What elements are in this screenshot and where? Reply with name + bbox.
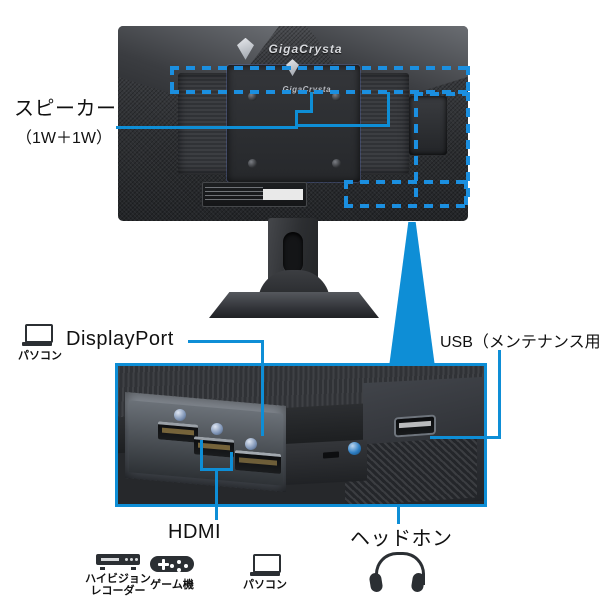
- vesa-screw: [331, 92, 341, 102]
- recorder-led: [130, 558, 133, 561]
- laptop-base: [22, 342, 52, 346]
- speaker-leader-branch-left: [295, 110, 313, 113]
- monitor-rear-image: GigaCrysta GigaCrysta: [118, 26, 468, 221]
- hdmi-device-label-console: ゲーム機: [150, 579, 194, 591]
- headphone-jack: [348, 442, 361, 455]
- laptop-screen: [25, 324, 53, 343]
- gamepad-button: [177, 568, 181, 572]
- laptop-icon: [22, 324, 53, 346]
- laptop-screen: [253, 554, 281, 573]
- speaker-dash-right: [466, 66, 470, 92]
- monitor-stand-base: [209, 292, 379, 318]
- usb-dash-top: [414, 92, 470, 96]
- cable-management-hole: [283, 232, 303, 274]
- recorder-led: [135, 558, 138, 561]
- headphone-icon: [368, 552, 426, 593]
- dp-leader-horizontal: [188, 340, 264, 343]
- portbay-dash-left: [344, 180, 348, 208]
- portbay-dash-right: [464, 180, 468, 208]
- recorder-foot: [100, 567, 105, 570]
- usb-leader-vertical: [498, 350, 501, 438]
- hdmi-device-label-recorder-line2: レコーダー: [90, 585, 146, 597]
- hdmi-leader-v1: [200, 440, 203, 470]
- panel-screw: [211, 423, 223, 435]
- speaker-label: スピーカー: [14, 98, 117, 120]
- detail-slot: [322, 450, 339, 459]
- hdmi-port-1: [158, 421, 198, 443]
- speaker-leader-horizontal: [116, 126, 298, 129]
- vesa-screw: [247, 92, 257, 102]
- displayport-label: DisplayPort: [66, 328, 174, 350]
- speaker-sublabel: （1W＋1W）: [16, 130, 113, 147]
- vesa-screw: [247, 158, 257, 168]
- gamepad-button: [184, 564, 188, 568]
- headphone-band: [375, 552, 425, 585]
- usb-port: [396, 416, 434, 436]
- usb-dash-right: [466, 92, 470, 202]
- usb-label: USB（メンテナンス用）: [440, 334, 600, 351]
- hdmi-device-label-pc: パソコン: [243, 579, 287, 591]
- gamepad-button: [177, 560, 181, 564]
- vesa-screw: [331, 158, 341, 168]
- recorder-foot: [131, 567, 136, 570]
- headphone-label: ヘッドホン: [350, 528, 453, 550]
- monitor-center-logo: GigaCrysta: [282, 84, 332, 94]
- speaker-leader-tip-left: [310, 92, 313, 112]
- usb-dash-left: [414, 92, 418, 202]
- dp-leader-vertical: [261, 340, 264, 436]
- speaker-dash-bottom: [170, 90, 470, 94]
- headphone-earcup-right: [410, 572, 426, 593]
- hdmi-device-label-recorder-line1: ハイビジョン: [85, 573, 151, 585]
- displayport-device-label: パソコン: [18, 350, 62, 362]
- headphone-leader-vertical: [397, 504, 400, 524]
- recorder-tray: [101, 558, 119, 561]
- zoom-funnel: [389, 222, 435, 367]
- hdmi-leader-stem: [215, 468, 218, 520]
- gamepad-icon: [150, 553, 194, 575]
- speaker-dash-left: [170, 66, 174, 92]
- portbay-dash-bottom: [344, 204, 468, 208]
- displayport-port: [235, 449, 281, 475]
- recorder-led: [125, 558, 128, 561]
- sticker-serial-area: [263, 189, 303, 200]
- recorder-icon: [96, 552, 140, 570]
- portbay-dash-top: [344, 180, 468, 184]
- hdmi-label: HDMI: [168, 521, 222, 543]
- sticker-text-lines: [205, 186, 263, 203]
- laptop-icon: [250, 554, 281, 576]
- speaker-leader-tip-right: [387, 92, 390, 126]
- speaker-dash-top: [170, 66, 470, 70]
- usb-leader-horizontal: [430, 436, 501, 439]
- laptop-base: [250, 572, 280, 576]
- monitor-body: GigaCrysta GigaCrysta: [118, 26, 468, 221]
- panel-screw: [174, 409, 186, 421]
- gamepad-dpad: [162, 559, 165, 570]
- panel-screw: [245, 438, 257, 450]
- speaker-leader-branch-right: [295, 124, 390, 127]
- rating-sticker: [202, 182, 307, 208]
- monitor-brand-logo: GigaCrysta: [268, 41, 343, 56]
- gamepad-button: [170, 564, 174, 568]
- speaker-leader-riser-left: [295, 112, 298, 129]
- port-detail-image: [118, 366, 484, 504]
- hdmi-leader-v2: [230, 452, 233, 470]
